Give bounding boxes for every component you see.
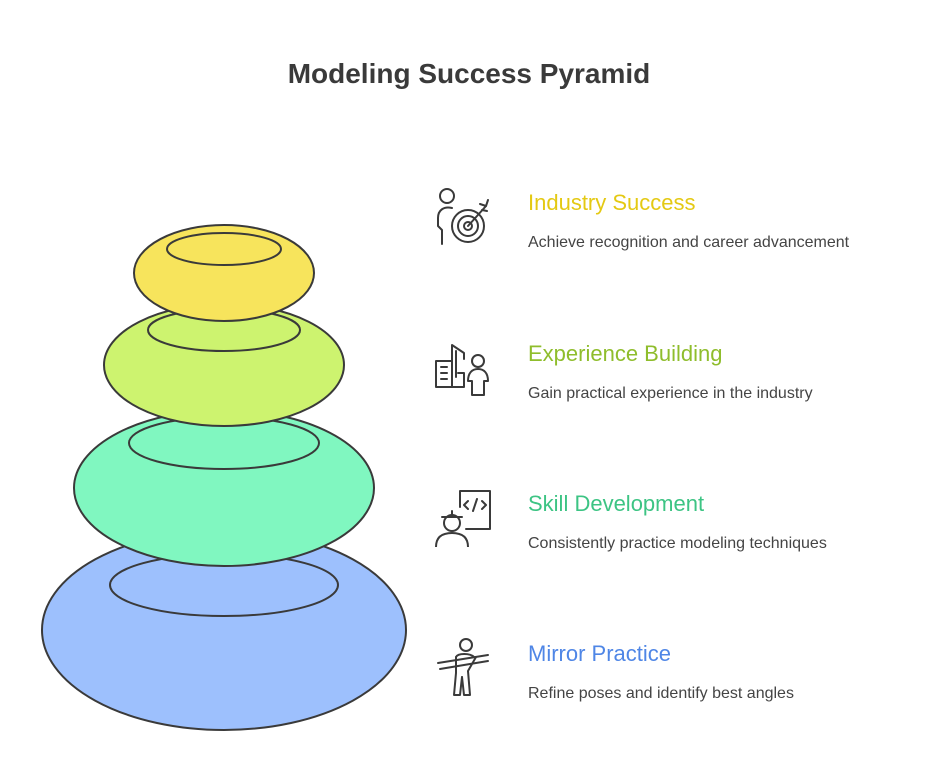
person-code-icon	[435, 490, 491, 547]
stage-industry-success: Industry Success Achieve recognition and…	[420, 186, 920, 296]
stage-heading: Mirror Practice	[528, 641, 672, 666]
stage-heading: Industry Success	[528, 190, 696, 215]
diagram-title: Modeling Success Pyramid	[287, 58, 651, 89]
stage-experience-building: Experience Building Gain practical exper…	[420, 337, 920, 447]
ring-skill-development	[73, 409, 375, 567]
person-mirror-icon	[437, 638, 489, 696]
stage-heading: Experience Building	[528, 341, 723, 366]
stage-description: Gain practical experience in the industr…	[528, 385, 813, 402]
stage-description: Achieve recognition and career advanceme…	[528, 234, 850, 251]
stage-mirror-practice: Mirror Practice Refine poses and identif…	[420, 637, 920, 747]
stage-description: Refine poses and identify best angles	[528, 685, 794, 702]
person-buildings-icon	[435, 344, 489, 396]
stage-skill-development: Skill Development Consistently practice …	[420, 487, 920, 597]
stage-description: Consistently practice modeling technique…	[528, 535, 827, 552]
stage-heading: Skill Development	[528, 491, 705, 516]
ring-experience-building	[103, 303, 345, 427]
ring-industry-success	[133, 224, 315, 322]
person-target-icon	[437, 188, 489, 245]
